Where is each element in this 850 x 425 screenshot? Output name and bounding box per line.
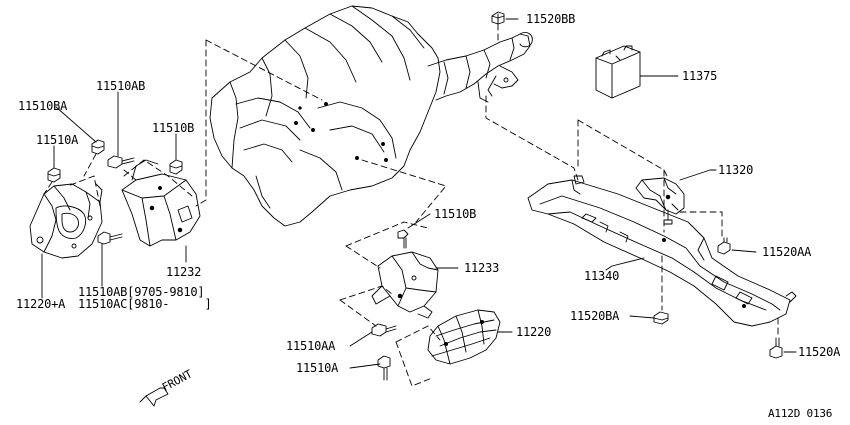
callout-11220A: 11220+A bbox=[16, 297, 66, 311]
battery-11375 bbox=[595, 45, 641, 99]
callout-11510B-left: 11510B bbox=[152, 121, 195, 135]
callout-11510AB-top: 11510AB bbox=[96, 79, 146, 93]
mount-11220 bbox=[427, 309, 501, 365]
callout-11510A-bottom: 11510A bbox=[296, 361, 339, 375]
callout-11510AA: 11510AA bbox=[286, 339, 336, 353]
crossmember-11340 bbox=[527, 175, 797, 327]
callout-11520AA: 11520AA bbox=[762, 245, 812, 259]
callout-11510AB-bottom: 11510AB[9705-9810] bbox=[78, 285, 205, 299]
bracket-11233 bbox=[371, 251, 439, 319]
reference-code: A112D 0136 bbox=[768, 407, 833, 420]
callout-11232: 11232 bbox=[166, 265, 202, 279]
callout-11320: 11320 bbox=[718, 163, 754, 177]
callout-11520BB: 11520BB bbox=[526, 12, 576, 26]
mount-11220A bbox=[29, 183, 103, 259]
bracket-11232 bbox=[121, 159, 201, 247]
mount-11320 bbox=[635, 177, 685, 215]
callout-11220: 11220 bbox=[516, 325, 552, 339]
callout-11233: 11233 bbox=[464, 261, 500, 275]
callout-11510BA: 11510BA bbox=[18, 99, 68, 113]
fasteners bbox=[47, 11, 783, 381]
callout-11510AC: 11510AC[9810- ] bbox=[78, 297, 212, 311]
callout-11510B-mid: 11510B bbox=[434, 207, 477, 221]
callout-11340: 11340 bbox=[584, 269, 620, 283]
front-arrow-icon bbox=[139, 387, 169, 407]
callout-11510A-left: 11510A bbox=[36, 133, 79, 147]
assembly-guide-lines bbox=[43, 13, 779, 387]
callout-11375: 11375 bbox=[682, 69, 718, 83]
callout-11520BA: 11520BA bbox=[570, 309, 620, 323]
callout-11520A: 11520A bbox=[798, 345, 841, 359]
leader-lines bbox=[41, 18, 797, 369]
engine-transmission-assembly bbox=[209, 5, 533, 227]
